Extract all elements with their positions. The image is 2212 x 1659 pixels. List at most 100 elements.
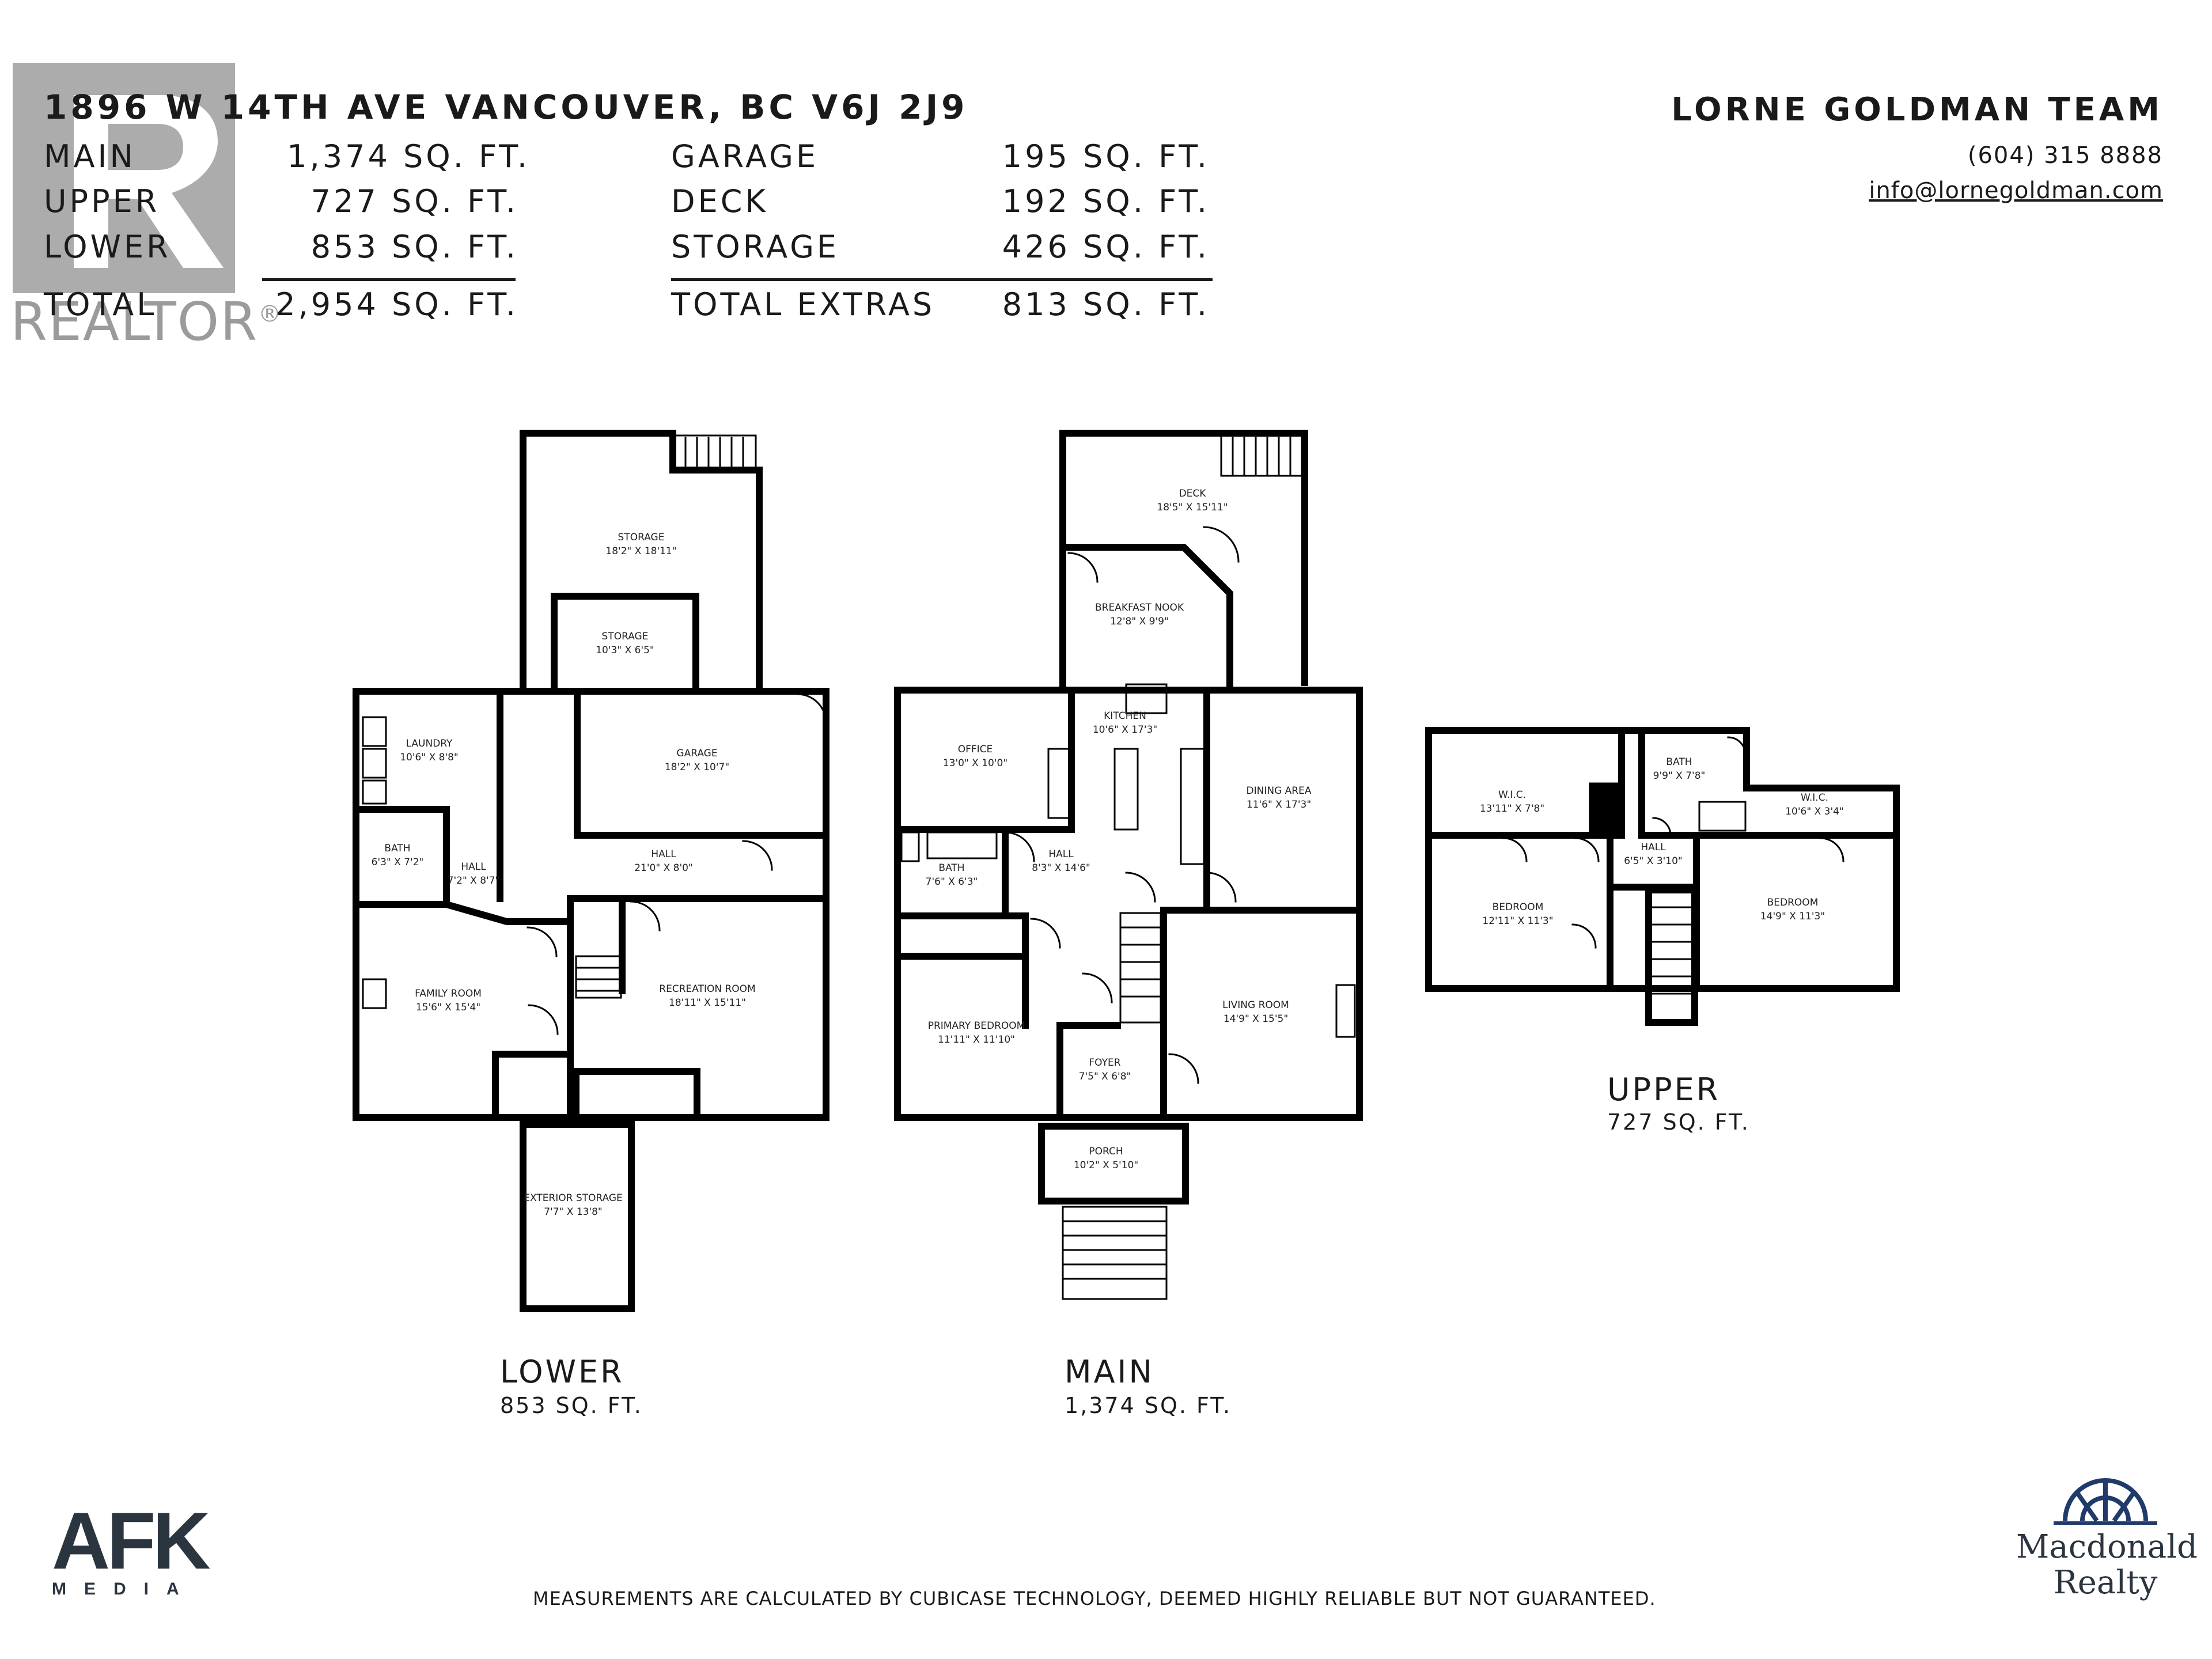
- extras-total-rule: [671, 278, 1213, 281]
- room-name: HALL: [651, 849, 676, 860]
- area-total-label: TOTAL: [44, 286, 157, 323]
- room-name: PORCH: [1089, 1146, 1123, 1157]
- room-dims: 7'2" X 8'7": [448, 875, 500, 887]
- extra-garage-value: 195 SQ. FT.: [1002, 138, 1210, 175]
- lower-floor-walls: [353, 430, 830, 1312]
- area-lower-value: 853 SQ. FT.: [310, 229, 518, 265]
- room-dims: 10'6" X 3'4": [1785, 806, 1844, 817]
- room-dims: 12'11" X 11'3": [1482, 915, 1553, 927]
- main-floor-fixtures: [900, 434, 1356, 1300]
- team-phone: (604) 315 8888: [1967, 142, 2163, 169]
- room-name: BEDROOM: [1767, 897, 1819, 908]
- room-name: STORAGE: [618, 532, 665, 543]
- area-main-label: MAIN: [44, 138, 136, 175]
- extras-total-label: TOTAL EXTRAS: [671, 286, 935, 323]
- area-lower-label: LOWER: [44, 229, 171, 265]
- afk-logo-sub: MEDIA: [52, 1580, 197, 1599]
- lower-floor-area: 853 SQ. FT.: [500, 1393, 643, 1418]
- room-dims: 8'3" X 14'6": [1032, 862, 1090, 874]
- room-name: OFFICE: [958, 744, 993, 755]
- upper-floor-fixtures: [1502, 736, 1844, 995]
- extra-garage-label: GARAGE: [671, 138, 819, 175]
- room-dims: 12'8" X 9'9": [1110, 616, 1169, 627]
- room-dims: 13'11" X 7'8": [1480, 803, 1544, 815]
- room-name: PRIMARY BEDROOM: [928, 1020, 1025, 1032]
- room-name: BATH: [384, 843, 410, 854]
- room-name: W.I.C.: [1498, 789, 1526, 801]
- room-name: LAUNDRY: [406, 738, 453, 749]
- room-name: BREAKFAST NOOK: [1095, 602, 1184, 613]
- lower-floor-title: LOWER: [500, 1354, 624, 1390]
- team-email-link[interactable]: info@lornegoldman.com: [1869, 177, 2163, 204]
- room-name: GARAGE: [676, 748, 717, 759]
- room-name: EXTERIOR STORAGE: [524, 1192, 623, 1204]
- area-total-rule: [262, 278, 516, 281]
- room-dims: 11'11" X 11'10": [938, 1034, 1015, 1046]
- area-upper-label: UPPER: [44, 183, 160, 219]
- room-name: FOYER: [1089, 1057, 1120, 1069]
- room-dims: 9'9" X 7'8": [1653, 770, 1706, 782]
- room-dims: 7'7" X 13'8": [544, 1206, 603, 1218]
- room-name: BATH: [938, 862, 964, 874]
- room-dims: 6'3" X 7'2": [372, 857, 424, 868]
- room-name: FAMILY ROOM: [415, 988, 482, 999]
- lower-floor-fixtures: [362, 434, 827, 1035]
- room-name: HALL: [461, 861, 486, 873]
- upper-floor-title: UPPER: [1607, 1071, 1721, 1108]
- main-floor-walls: [894, 430, 1363, 1205]
- room-dims: 18'2" X 10'7": [665, 762, 729, 773]
- room-name: RECREATION ROOM: [659, 983, 755, 995]
- room-dims: 11'6" X 17'3": [1247, 799, 1311, 810]
- main-room-labels: DECK 18'5" X 15'11" BREAKFAST NOOK 12'8"…: [926, 488, 1312, 1171]
- main-floor-title: MAIN: [1065, 1354, 1154, 1390]
- room-name: DECK: [1179, 488, 1207, 499]
- room-dims: 10'6" X 8'8": [400, 752, 459, 763]
- macdonald-realty-logo: Macdonald Realty: [2016, 1475, 2198, 1601]
- area-total-value: 2,954 SQ. FT.: [275, 286, 518, 323]
- room-dims: 7'5" X 6'8": [1079, 1071, 1131, 1082]
- macdonald-arch-icon: [2054, 1478, 2157, 1525]
- room-dims: 14'9" X 15'5": [1224, 1013, 1288, 1025]
- room-name: HALL: [1048, 849, 1074, 860]
- extra-storage-label: STORAGE: [671, 229, 840, 265]
- area-main-value: 1,374 SQ. FT.: [287, 138, 530, 175]
- room-name: STORAGE: [602, 631, 649, 642]
- property-address: 1896 W 14TH AVE VANCOUVER, BC V6J 2J9: [44, 88, 968, 127]
- room-dims: 21'0" X 8'0": [634, 862, 693, 874]
- extras-total-value: 813 SQ. FT.: [1002, 286, 1210, 323]
- afk-logo-main: AFK: [52, 1495, 211, 1586]
- room-name: BATH: [1666, 756, 1692, 768]
- room-dims: 7'6" X 6'3": [926, 876, 978, 888]
- room-dims: 15'6" X 15'4": [416, 1002, 480, 1013]
- room-dims: 10'2" X 5'10": [1074, 1160, 1138, 1171]
- room-dims: 14'9" X 11'3": [1760, 911, 1825, 922]
- room-name: BEDROOM: [1493, 902, 1544, 913]
- room-name: KITCHEN: [1104, 710, 1146, 722]
- room-name: DINING AREA: [1247, 785, 1312, 797]
- realtor-watermark: [10, 60, 258, 349]
- room-name: LIVING ROOM: [1222, 999, 1289, 1011]
- macdonald-line1: Macdonald: [2016, 1528, 2198, 1566]
- afk-media-logo: AFK MEDIA: [52, 1495, 211, 1599]
- upper-floor-area: 727 SQ. FT.: [1607, 1109, 1750, 1135]
- main-floor-area: 1,374 SQ. FT.: [1065, 1393, 1232, 1418]
- room-dims: 18'5" X 15'11": [1157, 502, 1228, 513]
- realtor-wordmark: REALTOR®: [10, 291, 283, 353]
- area-upper-value: 727 SQ. FT.: [310, 183, 518, 219]
- team-name: LORNE GOLDMAN TEAM: [1671, 91, 2163, 128]
- upper-room-labels: W.I.C. 13'11" X 7'8" BATH 9'9" X 7'8" W.…: [1480, 756, 1844, 927]
- room-dims: 18'11" X 15'11": [669, 997, 746, 1009]
- disclaimer-text: MEASUREMENTS ARE CALCULATED BY CUBICASE …: [533, 1588, 1656, 1609]
- macdonald-line2: Realty: [2053, 1564, 2158, 1601]
- upper-floor-walls: [1425, 727, 1900, 1026]
- room-dims: 13'0" X 10'0": [943, 757, 1007, 769]
- room-name: W.I.C.: [1801, 792, 1828, 804]
- extra-deck-label: DECK: [671, 183, 768, 219]
- lower-room-labels: STORAGE 18'2" X 18'11" STORAGE 10'3" X 6…: [372, 532, 756, 1218]
- room-dims: 10'3" X 6'5": [596, 645, 654, 656]
- room-name: HALL: [1641, 842, 1666, 853]
- room-dims: 18'2" X 18'11": [605, 546, 676, 557]
- room-dims: 10'6" X 17'3": [1093, 724, 1157, 736]
- extra-deck-value: 192 SQ. FT.: [1002, 183, 1210, 219]
